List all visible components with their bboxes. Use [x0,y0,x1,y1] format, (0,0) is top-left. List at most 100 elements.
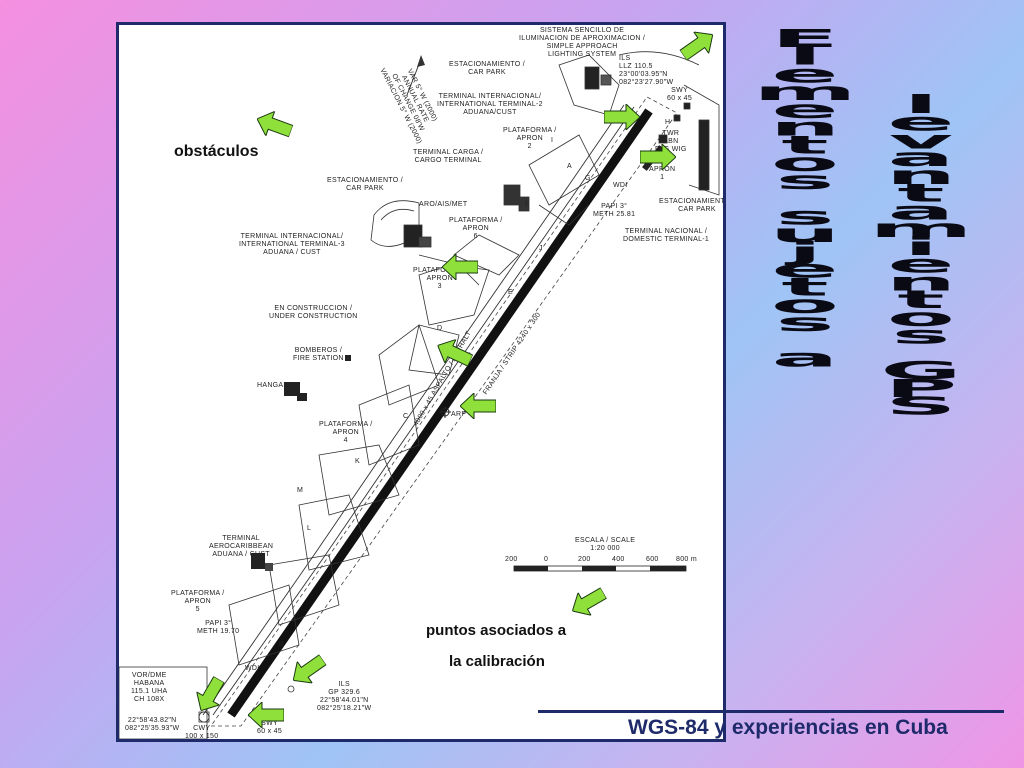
south-facilities [198,685,295,723]
green-block-arrow-icon [571,587,608,617]
arp-marker [439,406,451,418]
terminal-aerocaribbean-label: TERMINAL AEROCARIBBEAN ADUANA / CUST [209,535,274,558]
ils-north-label: ILS LLZ 110.5 23°00'03.95"N 082°23'27.90… [619,55,674,86]
green-block-arrow-icon [195,675,225,712]
vertical-title-letter: n [885,161,957,191]
vor-dme-label: VOR/DME HABANA 115.1 UHA CH 108X [131,672,168,703]
vertical-title-letter: m [869,214,973,244]
fire-station-label: BOMBEROS / FIRE STATION [293,347,344,362]
aro-ais-met-label: ARO/AIS/MET [419,201,468,208]
vor-coordinates-label: 22°58'43.82"N 082°25'35.93"W [125,717,180,732]
fire-station-building [345,355,351,361]
approach-lighting-label: SISTEMA SENCILLO DE ILUMINACION DE APROX… [519,27,646,58]
vertical-title-letter: t [897,179,945,208]
apron-6-label: PLATAFORMA / APRON 6 [449,217,503,240]
aerocaribbean-building [251,553,265,569]
title-underline [538,710,1004,713]
runway-strip [210,96,678,727]
taxiway-letter: G [585,175,591,182]
taxiway-letter: C [403,413,409,420]
vertical-title-letter: u [769,219,841,249]
vertical-title-letter: e [771,95,839,125]
terminal-3-area [370,200,520,286]
taxiway-letter: B [279,641,284,648]
vertical-title-letter: s [775,201,835,231]
vertical-title-letter: S [885,392,957,421]
taxiway-letter: M [297,487,304,494]
taxiway-letter: K [355,458,360,465]
vertical-title-letter: t [897,285,945,315]
taxiway-letter: F [525,201,530,208]
vertical-title-letter: l [788,42,822,71]
vertical-title-letter: a [771,343,839,373]
obstacles-label: obstáculos [174,143,259,160]
ils-gp-label: ILS GP 329.6 22°58'44.01"N 082°25'18.21"… [317,681,372,712]
vertical-title-letter: o [771,148,839,178]
vertical-title-letter: t [781,272,829,302]
taxiway-letter: I [551,137,554,144]
vertical-title-letter: i [904,232,938,262]
scale-tick-label: 400 [612,556,625,563]
wdi-north-label: WDI [613,182,628,189]
scale-title-label: ESCALA / SCALE 1:20 000 [575,537,636,552]
terminal-2-label: TERMINAL INTERNACIONAL/ INTERNATIONAL TE… [437,93,543,116]
construction-label: EN CONSTRUCCION / UNDER CONSTRUCTION [269,305,358,320]
taxiway-letter: D [437,325,443,332]
aerodrome-chart: SISTEMA SENCILLO DE ILUMINACION DE APROX… [116,22,726,742]
vertical-title-letter: a [887,196,955,226]
vertical-title-letter: a [887,143,955,173]
wdi-south-label: WDI [245,665,260,672]
scale-tick-label: 200 [505,556,518,563]
car-park-2-label: ESTACIONAMIENTO / CAR PARK [659,198,726,213]
parallel-taxiway [202,104,625,716]
green-block-arrow-icon [679,31,714,61]
vertical-title-letter: e [771,59,839,89]
arp-label: ARP [451,411,467,418]
green-block-arrow-icon [256,110,294,138]
green-block-arrow-icon [248,702,284,728]
scale-tick-label: 800 m [676,556,697,563]
vertical-title-letter: v [888,125,954,155]
car-park-3-label: ESTACIONAMIENTO / CAR PARK [327,177,404,192]
cwy-label: CWY 100 x 150 [185,725,219,740]
calibration-label-line-2: la calibración [449,653,545,670]
domestic-terminal-label: TERMINAL NACIONAL / DOMESTIC TERMINAL-1 [623,228,710,243]
green-block-arrow-icon [292,654,327,684]
vertical-title-letter: s [891,321,951,350]
green-block-arrow-icon [437,338,474,367]
vertical-title-letter: E [771,24,839,54]
hangar-building [284,382,300,396]
vertical-title-letter: e [887,250,955,279]
vertical-title-letter: s [775,166,835,196]
vertical-title-letter: l [904,90,938,120]
taxiway-letter: A [567,163,572,170]
apron-4-label: PLATAFORMA / APRON 4 [319,421,373,444]
hangar-label: HANGAR [257,382,289,389]
cargo-terminal-label: TERMINAL CARGA / CARGO TERMINAL [413,149,484,164]
apron-5-label: PLATAFORMA / APRON 5 [171,590,225,613]
swy-north-label: SWY 60 x 45 [667,87,693,102]
swy-south-label: SWY 60 x 45 [257,720,283,735]
vertical-title-letter: s [775,308,835,338]
terminal-3-label: TERMINAL INTERNACIONAL/ INTERNATIONAL TE… [239,233,345,256]
aerodrome-chart-drawing [119,51,720,739]
calibration-label-line-1: puntos asociados a [426,622,567,639]
scale-tick-label: 600 [646,556,659,563]
green-block-arrow-icon [640,144,676,170]
scale-tick-label: 0 [544,556,549,563]
taxiway-letter: J [539,245,543,252]
taxiway-letter: L [307,525,312,532]
green-block-arrow-icon [460,393,496,419]
green-block-arrow-icon [604,104,640,130]
apron-outlines [228,264,490,666]
runway [227,108,653,718]
terminal-2-area [503,134,600,226]
vertical-title-letter: G [880,356,962,386]
slide-title: WGS-84 y experiencias en Cuba [628,716,948,739]
vertical-title-letter: n [769,113,841,142]
vertical-title-letter: e [887,108,955,137]
scale-tick-label: 200 [578,556,591,563]
vertical-title-letter: j [788,237,822,267]
